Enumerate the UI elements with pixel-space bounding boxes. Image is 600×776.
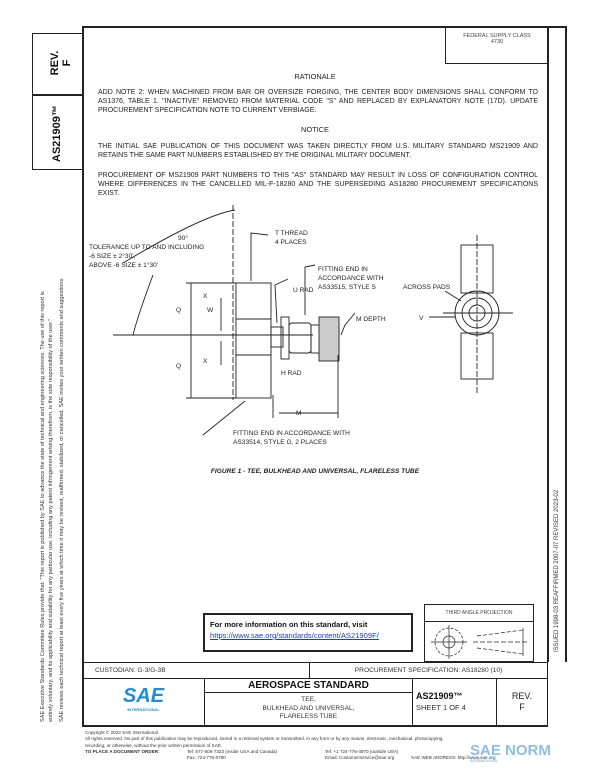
title-cell: AEROSPACE STANDARD TEE,BULKHEAD AND UNIV… xyxy=(205,679,413,726)
side-rev-value: F xyxy=(61,59,73,67)
angle-arc xyxy=(132,274,154,336)
custodian: CUSTODIAN: G-3/G-3B xyxy=(83,663,310,678)
info-box: For more information on this standard, v… xyxy=(203,613,413,652)
watermark-text: SAE NORM xyxy=(470,742,551,759)
tolerance-label: TOLERANCE UP TO AND INCLUDING xyxy=(89,244,204,251)
watermark-sub: INTERNATIONAL xyxy=(470,759,499,763)
tee-body xyxy=(235,318,272,356)
title-line: FLARELESS TUBE xyxy=(279,713,338,720)
tee-upper-arm xyxy=(235,282,272,320)
title-line: BULKHEAD AND UNIVERSAL, xyxy=(262,704,355,712)
doc-number: AS21909™ xyxy=(416,691,463,701)
thread-label: 4 PLACES xyxy=(275,239,307,246)
u-rad-label: U RAD xyxy=(293,287,314,294)
custodian-row: CUSTODIAN: G-3/G-3B PROCUREMENT SPECIFIC… xyxy=(83,662,548,678)
across-pads-label: ACROSS PADS xyxy=(403,284,451,291)
title-block: SAE INTERNATIONAL AEROSPACE STANDARD TEE… xyxy=(83,678,548,727)
x-label: X xyxy=(203,358,208,365)
fitting-sleeve xyxy=(318,316,340,362)
rationale-text: ADD NOTE 2: WHEN MACHINED FROM BAR OR OV… xyxy=(98,89,538,115)
fsc-value: 4730 xyxy=(490,39,504,45)
footer: Copyright © 2023 SAE International All r… xyxy=(85,730,555,763)
side-disclaimer: SAE Executive Standards Committee Rules … xyxy=(40,182,67,722)
v-label: V xyxy=(419,315,424,322)
tee-lower-arm xyxy=(235,354,272,399)
fitting-label-2: AS33514, STYLE G, 2 PLACES xyxy=(233,439,327,446)
sae-logo-text: SAE xyxy=(122,685,165,707)
doc-number-cell: AS21909™ SHEET 1 OF 4 xyxy=(413,679,497,726)
web-address: SAE WEB ADDRESS: http://www.sae.org xyxy=(411,754,496,760)
fax: Fax: 724-776-0790 xyxy=(187,754,226,760)
angle-arc xyxy=(122,209,236,264)
side-doc-number: AS21909™ xyxy=(51,105,63,162)
title-line: TEE, xyxy=(301,696,316,703)
notice-heading: NOTICE xyxy=(301,125,329,134)
rev-label: REV. xyxy=(511,691,533,701)
notice-paragraph: PROCUREMENT OF MS21909 PART NUMBERS TO T… xyxy=(98,172,538,198)
inner-right-border xyxy=(547,26,549,662)
tolerance-label: -6 SIZE ± 2°30', xyxy=(89,252,136,260)
disclaimer-line: SAE Executive Standards Committee Rules … xyxy=(40,291,46,722)
rights-notice: All rights reserved. No part of this pub… xyxy=(85,736,444,742)
side-doc-box: AS21909™ xyxy=(32,95,83,170)
sheet-number: SHEET 1 OF 4 xyxy=(416,703,466,712)
m-depth-label: M DEPTH xyxy=(356,316,386,323)
fitting-label-2: FITTING END IN ACCORDANCE WITH xyxy=(233,430,350,437)
x-label: X xyxy=(203,293,208,300)
fsc-label: FEDERAL SUPPLY CLASS xyxy=(463,33,531,39)
h-rad-label: H RAD xyxy=(281,370,302,377)
m-label: M xyxy=(296,410,302,417)
sae-logo: SAE INTERNATIONAL xyxy=(83,679,205,726)
sae-logo-sub: INTERNATIONAL xyxy=(127,707,160,712)
phone-intl: Tel: +1 724-776-4970 (outside USA) xyxy=(325,748,399,754)
projection-label: THIRD ANGLE PROJECTION xyxy=(425,605,533,622)
watermark-logo: SAE NORM INTERNATIONAL xyxy=(470,742,551,763)
email: Email: CustomerService@sae.org xyxy=(325,754,395,760)
figure-caption: FIGURE 1 - TEE, BULKHEAD AND UNIVERSAL, … xyxy=(211,468,420,475)
angle-label: 90° xyxy=(178,234,188,242)
aerospace-standard-heading: AEROSPACE STANDARD xyxy=(205,679,412,693)
fitting-label: AS33515, STYLE S xyxy=(318,284,377,291)
fitting-label: FITTING END IN xyxy=(318,266,368,273)
fitting-label: ACCORDANCE WITH xyxy=(318,275,384,282)
disclaimer-line: entirely voluntary, and its applicabilit… xyxy=(47,318,54,722)
disclaimer-line: SAE reviews each technical report at lea… xyxy=(59,277,65,722)
info-text: For more information on this standard, v… xyxy=(210,620,368,629)
thread-label: T THREAD xyxy=(275,230,308,237)
bulkhead-flange xyxy=(280,316,290,360)
tee-neck xyxy=(270,326,284,348)
standard-link[interactable]: https://www.sae.org/standards/content/AS… xyxy=(210,631,379,640)
tolerance-label: ABOVE -6 SIZE ± 1°30' xyxy=(89,261,158,269)
hex-nut xyxy=(288,322,312,354)
w-label: W xyxy=(207,307,214,314)
procurement-spec: PROCUREMENT SPECIFICATION: AS18280 (10) xyxy=(354,667,503,674)
q-label: Q xyxy=(176,307,181,314)
left-border xyxy=(82,26,84,727)
q-label: Q xyxy=(176,363,181,370)
copyright: Copyright © 2023 SAE International xyxy=(85,730,158,735)
notice-paragraph: THE INITIAL SAE PUBLICATION OF THIS DOCU… xyxy=(98,143,538,160)
side-rev-box: REV.F xyxy=(32,33,83,95)
side-rev-label: REV. xyxy=(49,50,61,76)
side-rev: REV.F xyxy=(49,48,73,78)
top-border xyxy=(83,26,566,28)
rev-value: F xyxy=(519,702,525,712)
projection-symbol-icon xyxy=(431,625,529,659)
phone-us: Tel: 877-606-7323 (inside USA and Canada… xyxy=(187,748,278,754)
outer-right-border xyxy=(565,26,567,662)
rev-cell: REV.F xyxy=(497,679,547,726)
rationale-heading: RATIONALE xyxy=(294,72,336,81)
projection-box: THIRD ANGLE PROJECTION xyxy=(424,604,534,662)
figure-1-drawing: 90° TOLERANCE UP TO AND INCLUDING -6 SIZ… xyxy=(89,205,513,475)
rights-notice: recording, or otherwise, without the pri… xyxy=(85,742,223,748)
order-label: TO PLACE A DOCUMENT ORDER: xyxy=(85,748,160,754)
revision-history: ISSUED 1998-03 REAFFIRMED 2007-07 REVISE… xyxy=(554,489,560,652)
